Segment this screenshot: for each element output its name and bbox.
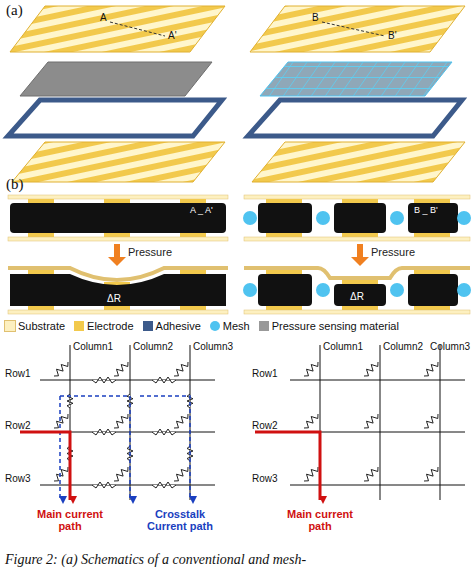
row-label: Row2 (5, 420, 31, 431)
section-mark: B (312, 12, 319, 23)
legend-swatch (259, 321, 269, 331)
panel-label: (b) (6, 176, 24, 193)
legend-item: Adhesive (143, 320, 201, 332)
legend-swatch (210, 321, 220, 331)
column-label: Column1 (323, 341, 363, 352)
current-path-label: Main current path (285, 508, 355, 532)
section-label: A _ A' (190, 206, 213, 216)
legend-text: Electrode (87, 320, 133, 332)
current-path-label: Main current path (35, 508, 105, 532)
resistor-grid (40, 345, 465, 500)
legend-text: Pressure sensing material (272, 320, 399, 332)
legend-item: Pressure sensing material (259, 320, 399, 332)
column-label: Column2 (133, 341, 173, 352)
legend-swatch (143, 321, 153, 331)
legend-swatch (5, 321, 15, 331)
legend-text: Mesh (223, 320, 250, 332)
section-mark: A (100, 12, 107, 23)
legend-swatch (74, 321, 84, 331)
pressure-label: Pressure (128, 246, 172, 258)
exploded-view-conventional (8, 6, 225, 182)
column-label: Column3 (430, 341, 470, 352)
row-label: Row3 (5, 473, 31, 484)
section-label: B _ B' (414, 206, 438, 216)
legend-text: Substrate (18, 320, 65, 332)
row-label: Row3 (252, 473, 278, 484)
column-label: Column2 (383, 341, 423, 352)
pressure-label: Pressure (371, 246, 415, 258)
legend-item: Substrate (5, 320, 65, 332)
resistance-change: ΔR (107, 293, 121, 304)
crosstalk-label: Crosstalk Current path (140, 508, 220, 532)
section-mark: A' (168, 30, 177, 41)
figure-caption: Figure 2: (a) Schematics of a convention… (5, 552, 306, 568)
legend-text: Adhesive (156, 320, 201, 332)
cross-section-mesh (243, 195, 471, 314)
legend: Substrate Electrode Adhesive Mesh Pressure s… (5, 320, 399, 332)
cross-section-conventional (8, 195, 228, 314)
row-label: Row1 (252, 368, 278, 379)
row-label: Row1 (5, 368, 31, 379)
column-label: Column1 (73, 341, 113, 352)
current-paths (20, 396, 320, 500)
legend-item: Mesh (210, 320, 250, 332)
resistance-change: ΔR (350, 291, 364, 302)
exploded-view-mesh (248, 6, 465, 182)
panel-label: (a) (6, 2, 23, 19)
column-label: Column3 (193, 341, 233, 352)
section-mark: B' (388, 30, 397, 41)
legend-item: Electrode (74, 320, 133, 332)
row-label: Row2 (252, 420, 278, 431)
